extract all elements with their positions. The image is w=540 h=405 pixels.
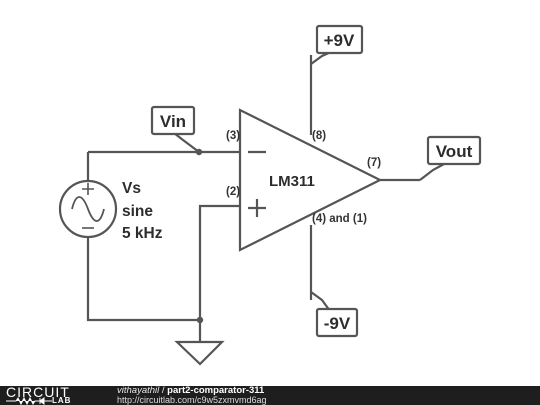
- footer-separator: /: [161, 385, 165, 396]
- footer-user[interactable]: vithayathil: [117, 385, 160, 396]
- wires: [86, 55, 420, 342]
- svg-text:Vout: Vout: [436, 142, 473, 161]
- footer-url[interactable]: http://circuitlab.com/c9w5zxmvmd6ag: [117, 395, 267, 405]
- svg-text:+9V: +9V: [324, 31, 355, 50]
- footer-bar: CIRCUIT LAB vithayathil / part2-comparat…: [0, 384, 540, 405]
- logo-word-lab: LAB: [52, 396, 72, 405]
- source-plus-sign: [82, 183, 94, 195]
- logo-word-circuit: CIRCUIT: [6, 384, 70, 400]
- comparator-triangle: [238, 108, 383, 252]
- pin-label-noninverting: (2): [226, 186, 240, 198]
- ground-symbol: [174, 340, 225, 366]
- part-label: LM311: [269, 173, 315, 190]
- net-label-vneg[interactable]: -9V: [310, 291, 359, 338]
- schematic-canvas: LM311 (3) (2) (8) (7) (4) and (1) Vs sin…: [58, 24, 482, 366]
- wire-noninverting: [198, 204, 240, 342]
- circuitlab-logo[interactable]: CIRCUIT LAB: [6, 384, 96, 405]
- source-frequency: 5 kHz: [122, 225, 163, 242]
- pin-label-inverting: (3): [226, 130, 240, 142]
- svg-text:Vin: Vin: [160, 112, 186, 131]
- svg-text:-9V: -9V: [324, 314, 351, 333]
- pin-label-output: (7): [367, 157, 381, 169]
- resistor-icon: [6, 397, 52, 405]
- net-label-vin[interactable]: Vin: [150, 105, 200, 153]
- source-name: Vs: [122, 180, 141, 197]
- pin-label-vplus: (8): [312, 130, 326, 142]
- net-label-vpos[interactable]: +9V: [310, 24, 364, 65]
- voltage-source[interactable]: Vs sine 5 kHz: [58, 179, 163, 242]
- net-label-vout[interactable]: Vout: [419, 135, 482, 181]
- wire-source-to-ground: [86, 238, 200, 322]
- junction-dot-ground: [196, 316, 204, 324]
- footer-title-line: vithayathil / part2-comparator-311: [117, 386, 264, 396]
- pin-label-vminus: (4) and (1): [312, 213, 367, 225]
- sine-wave-icon: [71, 196, 105, 222]
- plus-sign: [248, 199, 266, 217]
- comparator-lm311[interactable]: LM311 (3) (2) (8) (7) (4) and (1): [226, 108, 383, 252]
- footer-project-name[interactable]: part2-comparator-311: [167, 385, 265, 396]
- source-type: sine: [122, 203, 153, 220]
